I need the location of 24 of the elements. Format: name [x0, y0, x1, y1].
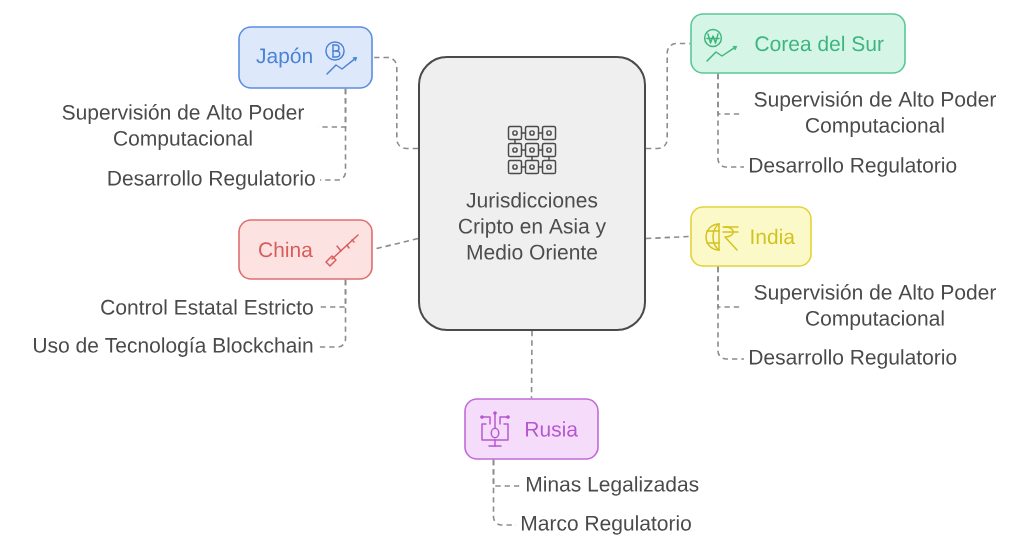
item-text: Minas Legalizadas	[527, 476, 699, 496]
item-text: Uso de Tecnología Blockchain	[34, 337, 313, 357]
dashed-connector	[645, 42, 691, 150]
item-text: Desarrollo Regulatorio	[108, 170, 315, 190]
dashed-connector	[317, 279, 347, 348]
label-box: Corea del Sur	[690, 13, 906, 74]
dashed-connector	[372, 56, 419, 150]
dashed-connector	[717, 73, 745, 168]
dashed-connector	[319, 88, 347, 181]
label-box: Japón	[238, 26, 373, 89]
rounded-box: Jurisdicciones Cripto en Asia y Medio Oriente	[418, 56, 646, 331]
item-text: Marco Regulatorio	[522, 515, 691, 535]
item-text: Supervisión de Alto Poder Computacional	[62, 104, 304, 150]
dashed-connector	[645, 235, 691, 240]
item-text: Desarrollo Regulatorio	[750, 349, 957, 369]
label-box: India	[690, 206, 812, 267]
dashed-connector	[717, 266, 745, 360]
item-text: Supervisión de Alto Poder Computacional	[754, 91, 996, 137]
item-text: Supervisión de Alto Poder Computacional	[754, 284, 996, 330]
label-box: Rusia	[464, 398, 599, 460]
item-text: Desarrollo Regulatorio	[750, 157, 957, 177]
label-box: China	[238, 219, 373, 280]
item-text: Control Estatal Estricto	[101, 299, 313, 315]
dashed-connector	[530, 330, 533, 399]
